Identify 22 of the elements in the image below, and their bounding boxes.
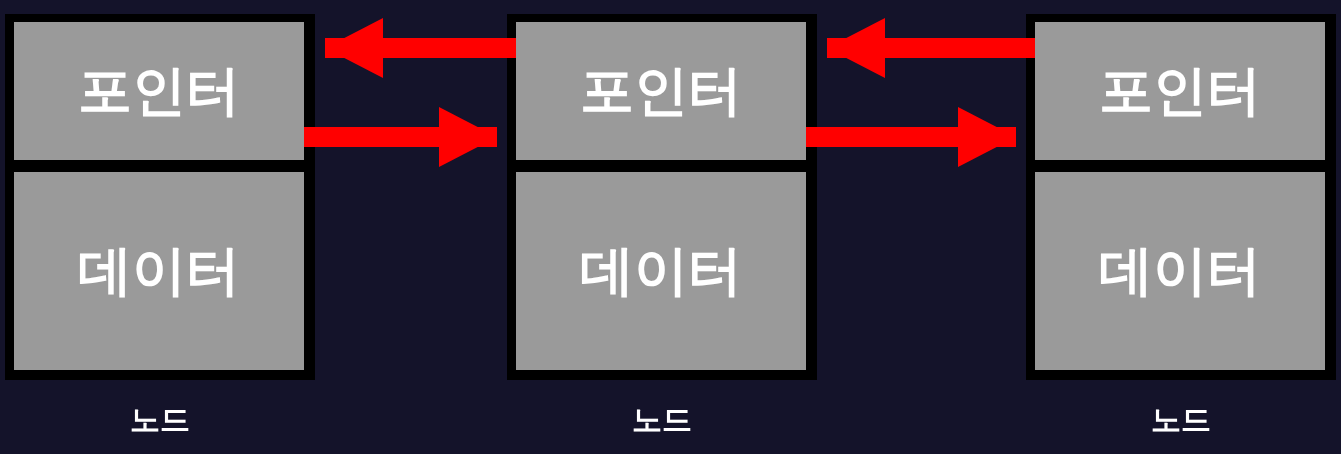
arrow bbox=[325, 18, 516, 78]
field-label: 데이터 bbox=[580, 237, 742, 304]
field-label: 데이터 bbox=[1099, 237, 1261, 304]
arrow bbox=[304, 107, 497, 167]
node-field bbox=[14, 172, 304, 370]
field-label: 포인터 bbox=[580, 57, 742, 124]
field-label: 포인터 bbox=[78, 57, 240, 124]
arrow bbox=[806, 107, 1016, 167]
node-field bbox=[516, 22, 806, 160]
node-field bbox=[14, 22, 304, 160]
node-caption: 노드 bbox=[129, 401, 191, 439]
arrow bbox=[827, 18, 1035, 78]
node-field bbox=[1035, 172, 1325, 370]
node-container bbox=[5, 14, 315, 380]
node-caption: 노드 bbox=[631, 401, 693, 439]
field-label: 포인터 bbox=[1099, 57, 1261, 124]
node-container bbox=[507, 14, 817, 380]
node-container bbox=[1026, 14, 1336, 380]
node-caption: 노드 bbox=[1150, 401, 1212, 439]
field-label: 데이터 bbox=[78, 237, 240, 304]
node-field bbox=[516, 172, 806, 370]
node-field bbox=[1035, 22, 1325, 160]
